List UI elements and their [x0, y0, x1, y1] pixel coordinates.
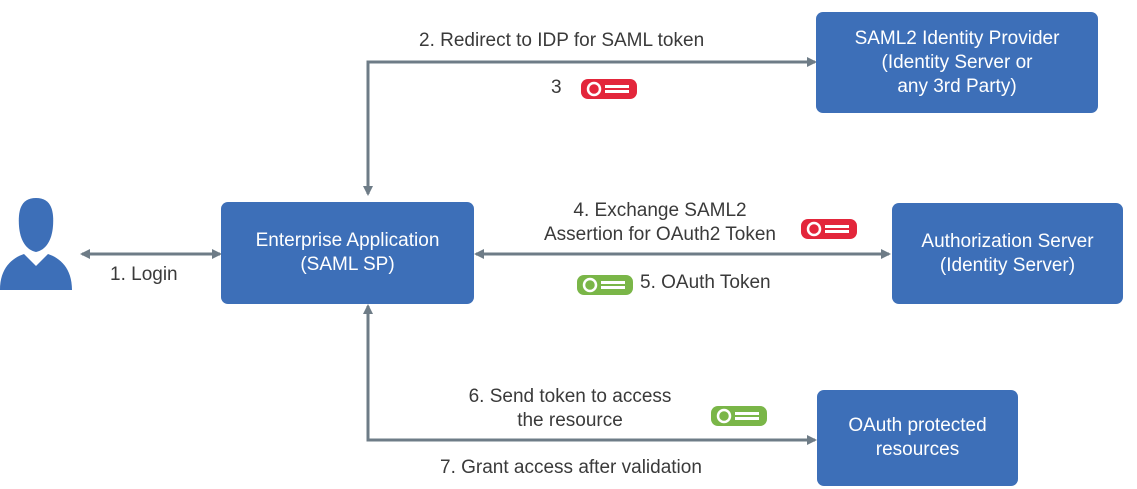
label-send-token-line-1: 6. Send token to access	[468, 386, 672, 407]
label-grant: 7. Grant access after validation	[440, 457, 702, 478]
auth-line-1: Authorization Server	[921, 230, 1094, 252]
label-redirect: 2. Redirect to IDP for SAML token	[419, 30, 705, 51]
resources-line-2: resources	[875, 439, 960, 460]
label-send-token: 6. Send token to access the resource	[425, 385, 715, 433]
label-step3: 3	[551, 77, 562, 98]
arrow-redirect-to-idp	[363, 57, 817, 196]
app-line-1: Enterprise Application	[255, 230, 440, 251]
label-oauth-token: 5. OAuth Token	[640, 272, 771, 293]
label-exchange-line-2: Assertion for OAuth2 Token	[544, 224, 776, 245]
label-send-token-line-2: the resource	[517, 410, 623, 431]
label-login: 1. Login	[110, 264, 178, 285]
label-exchange-line-1: 4. Exchange SAML2	[573, 200, 747, 221]
idp-line-1: SAML2 Identity Provider	[854, 27, 1060, 49]
label-exchange: 4. Exchange SAML2 Assertion for OAuth2 T…	[510, 199, 810, 247]
idp-line-2: (Identity Server or	[881, 51, 1033, 73]
resources-box: OAuth protected resources	[817, 390, 1018, 486]
enterprise-app-box: Enterprise Application (SAML SP)	[221, 202, 474, 304]
auth-server-box: Authorization Server (Identity Server)	[892, 203, 1123, 304]
auth-line-2: (Identity Server)	[939, 254, 1076, 276]
resources-line-1: OAuth protected	[848, 415, 987, 436]
idp-box: SAML2 Identity Provider (Identity Server…	[816, 12, 1098, 113]
app-line-2: (SAML SP)	[300, 254, 395, 275]
arrow-resource-access	[363, 304, 817, 445]
idp-line-3: any 3rd Party)	[897, 75, 1017, 97]
